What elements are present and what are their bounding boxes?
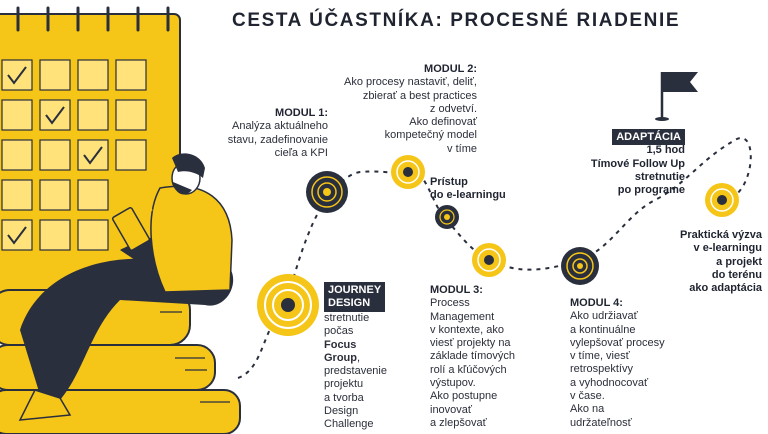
modul3-line: Ako postupne xyxy=(430,390,498,403)
modul2-line: kompetečný model xyxy=(384,129,477,142)
journey-line: Design xyxy=(324,405,359,418)
journey-line: a tvorba xyxy=(324,391,364,404)
page-title: CESTA ÚČASTNÍKA: PROCESNÉ RIADENIE xyxy=(232,10,681,31)
modul4-line: udržateľnosť xyxy=(570,416,632,429)
prakticka-line: a projekt xyxy=(716,255,762,268)
modul3-heading: MODUL 3: xyxy=(430,284,483,296)
modul1-heading: MODUL 1: xyxy=(275,107,328,119)
modul2-line: zbierať a best practices xyxy=(362,89,477,102)
adaptacia-line: 1,5 hod xyxy=(646,144,685,157)
adaptacia-line: Tímové Follow Up xyxy=(590,157,685,170)
modul4-line: v čase. xyxy=(570,390,605,403)
target-icon xyxy=(705,183,739,217)
modul4-line: a kontinuálne xyxy=(570,323,636,336)
adaptacia-block: ADAPTÁCIA 1,5 hod Tímové Follow Up stret… xyxy=(570,129,685,197)
modul4-heading: MODUL 4: xyxy=(570,297,623,309)
prakticka-line: ako adaptácia xyxy=(689,282,762,295)
pristup-line: do e-learningu xyxy=(430,189,506,202)
modul3-line: a zlepšovať xyxy=(430,416,487,429)
target-icon xyxy=(561,247,599,285)
modul3-line: základe tímových xyxy=(430,350,515,363)
adaptacia-line: po programe xyxy=(617,184,685,197)
modul4-line: Ako udržiavať xyxy=(570,310,638,323)
journey-tag-line: JOURNEY xyxy=(328,284,382,296)
target-icon xyxy=(472,243,506,277)
modul3-line: rolí a kľúčových xyxy=(430,363,507,376)
modul4-line: vylepšovať procesy xyxy=(570,336,665,349)
modul2-line: Ako procesy nastaviť, deliť, xyxy=(344,76,477,89)
reading-person-illustration xyxy=(18,153,234,421)
modul3-line: Management xyxy=(430,310,495,323)
modul3-line: výstupov. xyxy=(430,377,476,390)
modul2-line: z odvetví. xyxy=(429,102,477,115)
journey-line: stretnutie xyxy=(324,312,370,324)
modul3-line: viesť projekty na xyxy=(430,337,511,350)
modul4-block: MODUL 4: Ako udržiavať a kontinuálne vyl… xyxy=(570,297,680,430)
modul1-block: MODUL 1: Analýza aktuálneho stavu, zadef… xyxy=(208,107,328,160)
modul2-line: v tíme xyxy=(447,142,477,155)
prakticka-line: do terénu xyxy=(711,268,762,281)
target-icon xyxy=(391,155,425,189)
journey-line: počas xyxy=(324,325,354,338)
target-icon xyxy=(257,274,319,336)
modul3-line: v kontexte, ako xyxy=(430,323,504,336)
goal-flag-icon xyxy=(655,72,698,121)
prakticka-line: v e-learningu xyxy=(693,242,762,255)
calendar-illustration xyxy=(0,6,181,315)
modul4-line: v tíme, viesť xyxy=(570,350,630,363)
modul3-block: MODUL 3: Process Management v kontexte, … xyxy=(430,284,540,430)
modul4-line: retrospektívy xyxy=(570,363,633,376)
journey-line: predstavenie xyxy=(324,365,387,378)
target-icon xyxy=(435,205,459,229)
modul1-line: cieľa a KPI xyxy=(274,146,328,159)
adaptacia-tag: ADAPTÁCIA xyxy=(612,129,685,145)
prakticka-line: Praktická výzva xyxy=(680,229,762,241)
modul1-line: Analýza aktuálneho xyxy=(231,120,328,133)
pristup-block: Prístup do e-learningu xyxy=(430,176,540,203)
journey-block: JOURNEY DESIGN stretnutie počas Focus Gr… xyxy=(324,282,394,432)
journey-line: Challenge xyxy=(324,418,374,431)
modul3-line: Process xyxy=(430,297,470,310)
journey-tag: JOURNEY DESIGN xyxy=(324,282,386,312)
modul3-line: inovovať xyxy=(430,403,473,416)
journey-bold-suffix: , xyxy=(357,351,361,364)
journey-bold-line: Focus xyxy=(324,338,357,351)
modul2-block: MODUL 2: Ako procesy nastaviť, deliť, zb… xyxy=(330,63,477,156)
journey-tag-line: DESIGN xyxy=(328,297,371,309)
modul1-line: stavu, zadefinovanie xyxy=(227,133,328,146)
target-icon xyxy=(306,171,348,213)
journey-bold-line: Group xyxy=(324,351,357,364)
journey-line: projektu xyxy=(324,378,364,391)
pristup-line: Prístup xyxy=(430,176,468,188)
adaptacia-line: stretnutie xyxy=(634,170,685,183)
modul2-line: Ako definovať xyxy=(409,116,477,129)
prakticka-block: Praktická výzva v e-learningu a projekt … xyxy=(640,229,762,295)
modul4-line: Ako na xyxy=(570,403,605,416)
modul4-line: a vyhodnocovať xyxy=(570,376,649,389)
modul2-heading: MODUL 2: xyxy=(424,63,477,75)
